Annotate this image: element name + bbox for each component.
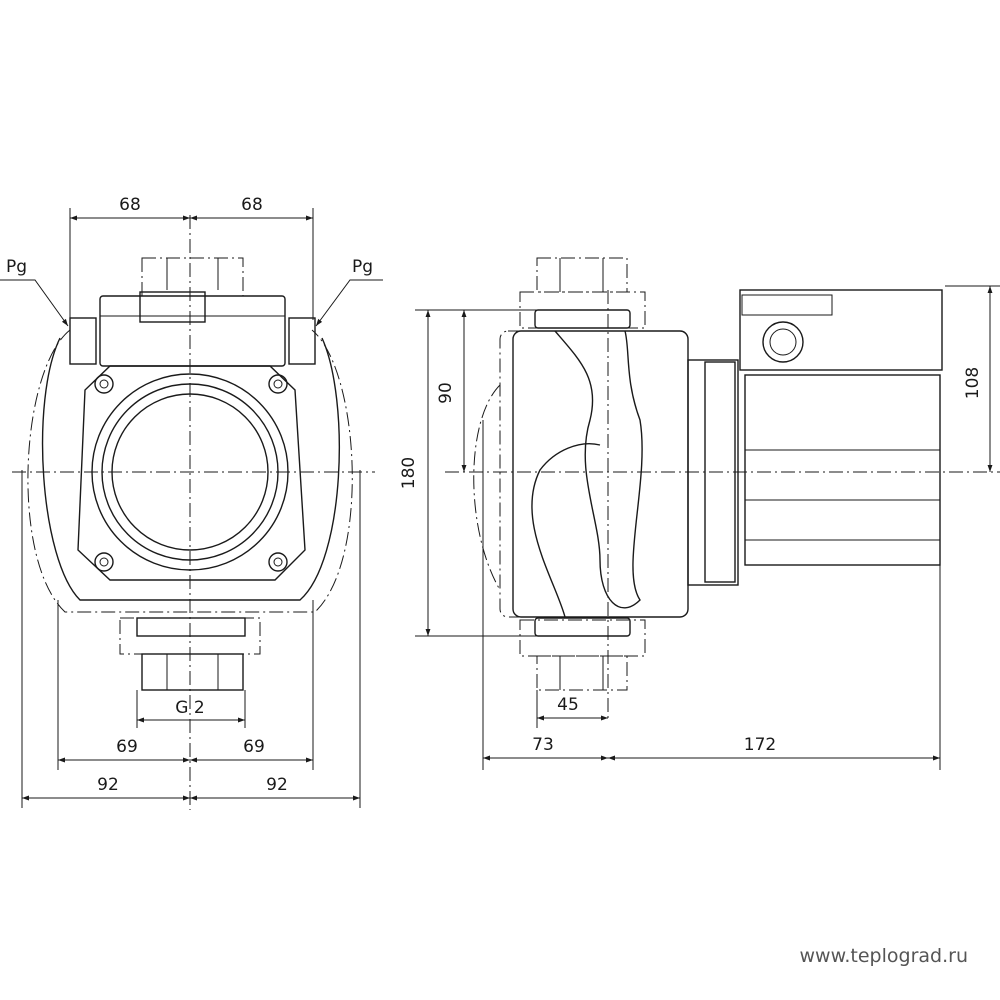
dim-label-108: 108 <box>963 367 983 399</box>
housing-body <box>41 337 341 601</box>
outer-ring <box>91 373 289 571</box>
pump-flange <box>77 365 306 581</box>
motor-flange <box>687 359 739 586</box>
top-flange <box>534 309 631 329</box>
dim-label-g2: G 2 <box>175 698 204 718</box>
pump-bore <box>111 393 269 551</box>
motor-body <box>744 374 941 566</box>
housing-outline <box>27 329 353 613</box>
dim-label-69-right: 69 <box>243 737 265 757</box>
cable-gland-left <box>69 317 97 365</box>
front-view: 68 68 Pg Pg G 2 69 69 92 92 <box>0 195 383 810</box>
dim-label-45: 45 <box>557 695 579 715</box>
watermark: www.teplograd.ru <box>800 945 969 967</box>
dim-label-172: 172 <box>744 735 776 755</box>
bottom-flange <box>136 617 246 637</box>
pg-leader-right <box>315 279 383 327</box>
bottom-flange-side <box>534 617 631 637</box>
terminal-box <box>99 295 286 367</box>
cable-gland-right <box>288 317 316 365</box>
control-box-vents <box>741 294 833 316</box>
pg-label-left: Pg <box>6 257 27 277</box>
side-view: 180 90 108 45 73 172 <box>399 257 1000 770</box>
dim-label-69-left: 69 <box>116 737 138 757</box>
pump-housing-outline <box>499 330 689 618</box>
pg-label-right: Pg <box>352 257 373 277</box>
dim-label-68-left: 68 <box>119 195 141 215</box>
dim-label-180: 180 <box>399 457 419 489</box>
dim-label-90: 90 <box>436 382 456 404</box>
control-box <box>739 289 943 371</box>
bottom-pipe <box>141 653 244 691</box>
dim-label-92-right: 92 <box>266 775 288 795</box>
dim-label-68-right: 68 <box>241 195 263 215</box>
pg-leader-left <box>0 279 69 327</box>
speed-selector-knob <box>762 321 804 363</box>
dim-label-73: 73 <box>532 735 554 755</box>
dim-label-92-left: 92 <box>97 775 119 795</box>
terminal-cap <box>139 291 206 323</box>
top-pipe-outline <box>141 257 244 297</box>
volute <box>554 330 643 609</box>
